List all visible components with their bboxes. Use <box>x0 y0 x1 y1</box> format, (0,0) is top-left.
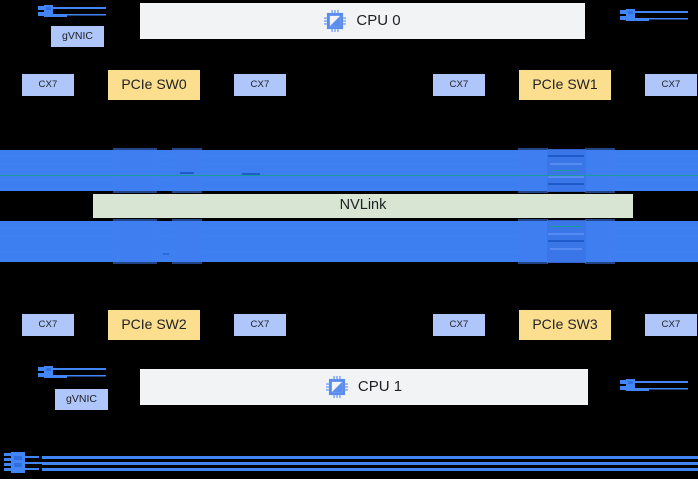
gpu-detail-line <box>552 170 580 171</box>
cx7-label: CX7 <box>38 318 58 330</box>
cx7-nic-5[interactable]: CX7 <box>234 314 286 336</box>
link-line-upper-right <box>200 175 698 176</box>
gpu-detail-line <box>548 155 584 157</box>
cpu-chip-icon <box>324 10 347 32</box>
link-marker <box>163 253 169 255</box>
cx7-label: CX7 <box>250 78 270 90</box>
cx7-label: CX7 <box>661 78 681 90</box>
cx7-nic-6[interactable]: CX7 <box>433 314 485 336</box>
pcie-label: PCIe SW2 <box>121 316 187 333</box>
gvnic-text: gVNIC <box>66 392 97 405</box>
gvnic-text: gVNIC <box>62 29 93 42</box>
cpu-chip-icon <box>325 376 348 398</box>
pcie-switch-1[interactable]: PCIe SW1 <box>519 70 611 100</box>
link-marker <box>180 172 194 174</box>
pcie-switch-0[interactable]: PCIe SW0 <box>108 70 200 100</box>
gpu-node-l3 <box>585 219 615 264</box>
cx7-nic-0[interactable]: CX7 <box>22 74 74 96</box>
gpu-node-u3 <box>585 148 615 193</box>
pcie-label: PCIe SW3 <box>532 316 598 333</box>
cx7-nic-2[interactable]: CX7 <box>433 74 485 96</box>
network-card-icon-bottom-left <box>38 365 108 381</box>
link-line-upper-left <box>0 175 250 176</box>
gpu-detail-line <box>548 240 584 242</box>
gpu-detail-line <box>550 163 582 165</box>
gpu-detail-line <box>548 176 584 178</box>
gvnic-label-bottom-left[interactable]: gVNIC <box>55 389 108 410</box>
cx7-label: CX7 <box>250 318 270 330</box>
gpu-detail-line <box>548 233 584 235</box>
gpu-node-u1 <box>172 148 202 193</box>
cx7-nic-4[interactable]: CX7 <box>22 314 74 336</box>
pcie-label: PCIe SW1 <box>532 76 598 93</box>
cpu-label-1: CPU 1 <box>357 377 403 395</box>
network-card-icon-top-left <box>38 4 108 20</box>
gpu-node-u0 <box>113 148 157 193</box>
gpu-detail-line <box>548 183 584 185</box>
gvnic-label-top-left[interactable]: gVNIC <box>51 26 104 47</box>
gpu-node-l2 <box>518 219 548 264</box>
cx7-label: CX7 <box>661 318 681 330</box>
network-rail-line-bottom <box>42 468 698 471</box>
network-card-icon-top-right <box>620 8 690 24</box>
nvlink-label: NVLink <box>339 197 387 214</box>
cx7-label: CX7 <box>449 318 469 330</box>
cx7-nic-3[interactable]: CX7 <box>645 74 697 96</box>
gpu-detail-line <box>550 248 582 250</box>
cx7-label: CX7 <box>38 78 58 90</box>
link-marker <box>242 173 260 175</box>
gpu-node-l0 <box>113 219 157 264</box>
pcie-switch-3[interactable]: PCIe SW3 <box>519 310 611 340</box>
gpu-node-l1 <box>172 219 202 264</box>
cx7-label: CX7 <box>449 78 469 90</box>
cpu-label-0: CPU 0 <box>356 11 401 29</box>
cpu-box-1[interactable]: CPU 1 <box>140 369 588 405</box>
network-rail-line-mid <box>42 462 698 465</box>
pcie-switch-2[interactable]: PCIe SW2 <box>108 310 200 340</box>
cx7-nic-1[interactable]: CX7 <box>234 74 286 96</box>
network-card-icon-bottom-right <box>620 378 690 394</box>
nvlink-bar[interactable]: NVLink <box>93 194 633 218</box>
gpu-node-u2 <box>518 148 548 193</box>
gpu-detail-line <box>550 226 582 227</box>
pcie-label: PCIe SW0 <box>121 76 187 93</box>
cx7-nic-7[interactable]: CX7 <box>645 314 697 336</box>
cpu-box-0[interactable]: CPU 0 <box>140 3 585 39</box>
network-switch-icon <box>4 450 44 478</box>
network-rail-line-top <box>42 456 698 459</box>
